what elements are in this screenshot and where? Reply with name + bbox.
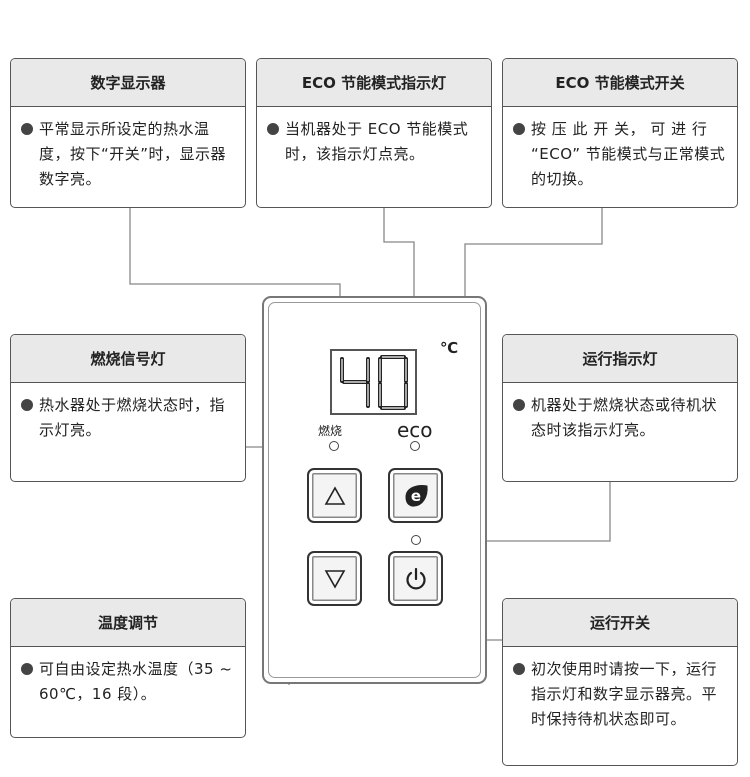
- burn-label: 燃烧: [318, 424, 343, 438]
- bullet-dot-icon: [513, 663, 525, 675]
- seven-segment-digits: [340, 355, 408, 410]
- callout-text: 热水器处于燃烧状态时，指示灯亮。: [39, 396, 226, 439]
- control-panel-inner: [268, 302, 481, 678]
- eco-switch-callout: ECO 节能模式开关 按 压 此 开 关， 可 进 行 “ECO” 节能模式与正…: [502, 58, 738, 208]
- callout-title: 温度调节: [11, 599, 245, 647]
- callout-text: 按 压 此 开 关， 可 进 行 “ECO” 节能模式与正常模式的切换。: [531, 120, 726, 188]
- run-switch-callout: 运行开关 初次使用时请按一下，运行指示灯和数字显示器亮。平时保持待机状态即可。: [502, 598, 738, 766]
- callout-text: 当机器处于 ECO 节能模式时，该指示灯点亮。: [285, 120, 469, 163]
- callout-text: 初次使用时请按一下，运行指示灯和数字显示器亮。平时保持待机状态即可。: [531, 660, 718, 728]
- callout-title: 运行开关: [503, 599, 737, 647]
- callout-title: 燃烧信号灯: [11, 335, 245, 383]
- callout-text: 机器处于燃烧状态或待机状态时该指示灯亮。: [531, 396, 718, 439]
- callout-title: 数字显示器: [11, 59, 245, 107]
- celsius-unit: ℃: [440, 339, 459, 357]
- eco-e-icon: e: [404, 484, 428, 507]
- run-indicator-led: [411, 535, 421, 545]
- callout-title: ECO 节能模式开关: [503, 59, 737, 107]
- power-icon: [405, 567, 426, 589]
- temp-down-button[interactable]: [307, 551, 362, 606]
- bullet-dot-icon: [513, 123, 525, 135]
- bullet-dot-icon: [267, 123, 279, 135]
- burn-signal-callout: 燃烧信号灯 热水器处于燃烧状态时，指示灯亮。: [10, 334, 246, 482]
- eco-mode-button[interactable]: e: [388, 468, 443, 523]
- bullet-dot-icon: [513, 399, 525, 411]
- display-callout: 数字显示器 平常显示所设定的热水温度，按下“开关”时，显示器数字亮。: [10, 58, 246, 208]
- bullet-dot-icon: [21, 663, 33, 675]
- temp-up-button[interactable]: [307, 468, 362, 523]
- up-triangle-icon: [324, 485, 345, 505]
- eco-indicator-led: [410, 441, 420, 451]
- down-triangle-icon: [324, 569, 345, 589]
- bullet-dot-icon: [21, 123, 33, 135]
- temp-adjust-callout: 温度调节 可自由设定热水温度（35 ~ 60℃，16 段）。: [10, 598, 246, 738]
- burn-signal-led: [329, 441, 339, 451]
- run-indicator-callout: 运行指示灯 机器处于燃烧状态或待机状态时该指示灯亮。: [502, 334, 738, 482]
- callout-text: 平常显示所设定的热水温度，按下“开关”时，显示器数字亮。: [39, 120, 227, 188]
- eco-button-symbol: e: [410, 487, 420, 505]
- temperature-display: [330, 349, 417, 415]
- callout-title: 运行指示灯: [503, 335, 737, 383]
- callout-title: ECO 节能模式指示灯: [257, 59, 491, 107]
- bullet-dot-icon: [21, 399, 33, 411]
- eco-label: eco: [397, 418, 433, 442]
- callout-text: 可自由设定热水温度（35 ~ 60℃，16 段）。: [39, 660, 233, 703]
- power-button[interactable]: [388, 551, 443, 606]
- eco-indicator-callout: ECO 节能模式指示灯 当机器处于 ECO 节能模式时，该指示灯点亮。: [256, 58, 492, 208]
